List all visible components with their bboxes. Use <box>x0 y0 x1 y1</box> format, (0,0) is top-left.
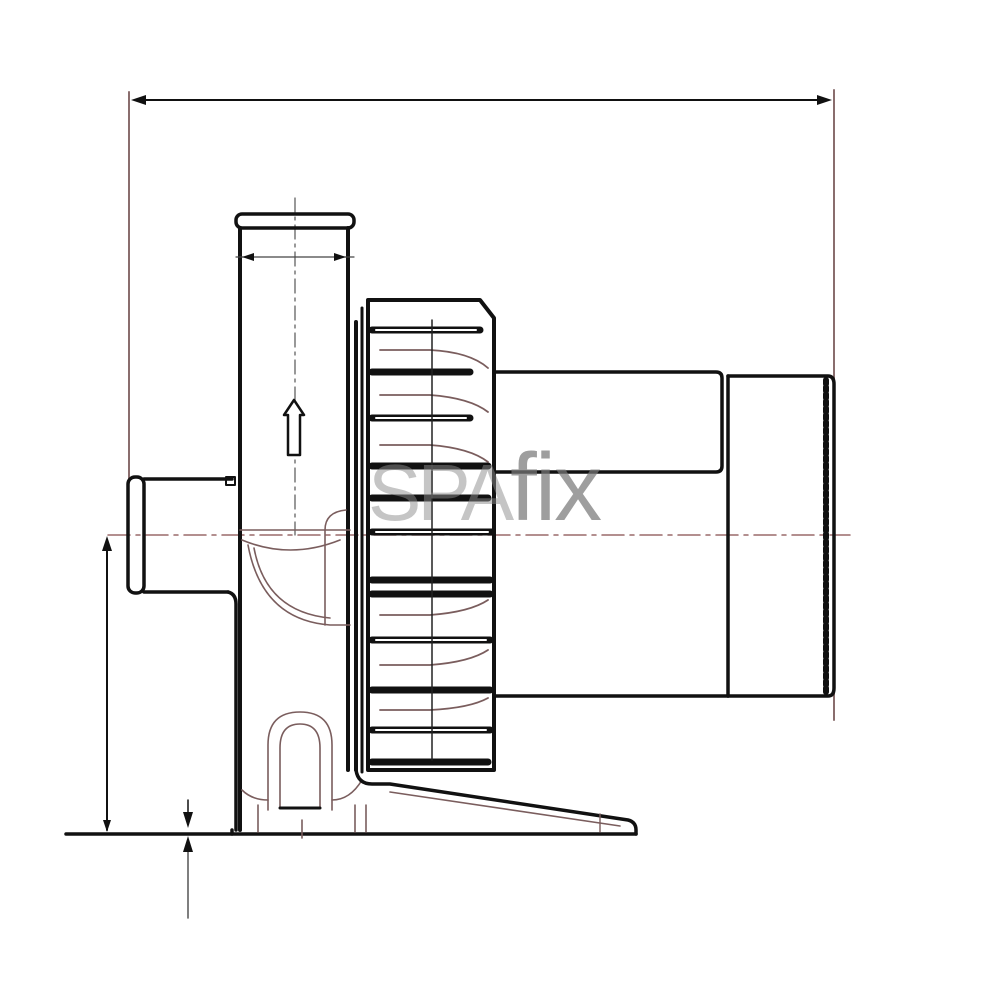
top-outlet-pipe <box>234 212 356 832</box>
base-foot <box>230 768 638 836</box>
finned-impeller-housing <box>366 298 496 772</box>
side-inlet-pipe <box>126 475 238 832</box>
flow-direction-arrow-icon <box>282 398 306 457</box>
arrow-right-icon <box>817 95 832 105</box>
volute-internal-lines <box>239 509 367 839</box>
arrow-left-icon <box>131 95 146 105</box>
motor-body <box>492 370 836 698</box>
centerline-height-dimension <box>102 536 112 832</box>
base-thickness-dimension <box>183 799 193 919</box>
